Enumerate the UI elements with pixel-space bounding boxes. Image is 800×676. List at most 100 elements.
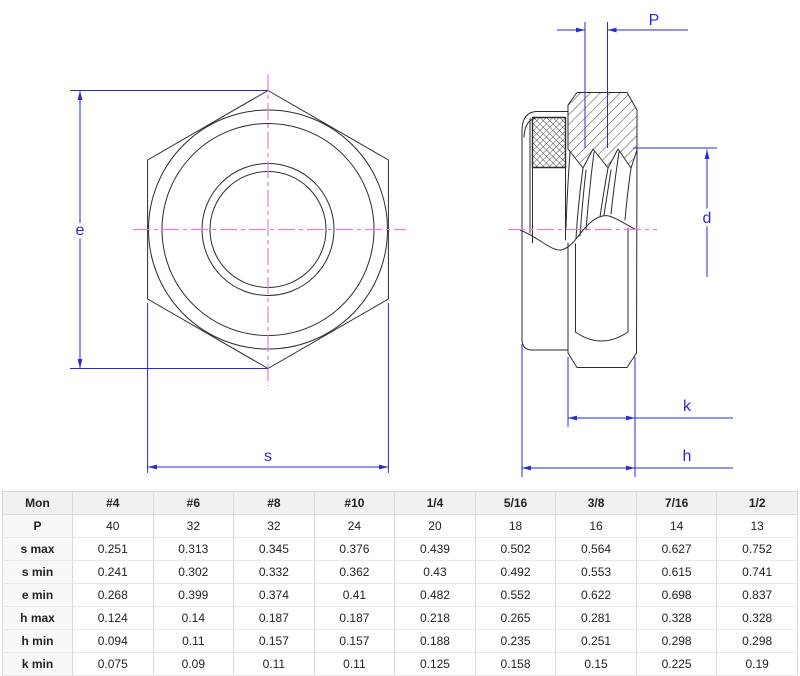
col-header-size: #6 (152, 491, 235, 515)
value-cell: 0.328 (635, 606, 718, 630)
value-cell: 0.553 (555, 560, 637, 584)
value-cell: 0.564 (555, 537, 637, 561)
dim-label-k: k (683, 398, 692, 415)
dim-label-h: h (683, 448, 692, 465)
value-cell: 0.251 (72, 537, 154, 561)
dimension-s (147, 303, 389, 473)
value-cell: 0.11 (233, 652, 315, 676)
hex-section-hatch (567, 92, 638, 169)
value-cell: 0.345 (233, 537, 315, 561)
front-view-centerlines (133, 74, 406, 386)
dimension-k (567, 357, 733, 477)
value-cell: 18 (474, 514, 557, 538)
value-cell: 0.332 (233, 560, 315, 584)
col-header-size: 3/8 (555, 491, 637, 515)
value-cell: 0.225 (635, 652, 718, 676)
value-cell: 0.439 (394, 537, 476, 561)
value-cell: 0.14 (152, 606, 235, 630)
value-cell: 0.235 (474, 629, 557, 653)
value-cell: 32 (233, 514, 315, 538)
value-cell: 24 (313, 514, 396, 538)
col-header-size: #10 (313, 491, 396, 515)
value-cell: 0.615 (635, 560, 718, 584)
dim-label-d: d (703, 210, 712, 227)
value-cell: 0.09 (152, 652, 235, 676)
value-cell: 0.268 (72, 583, 154, 607)
value-cell: 0.399 (152, 583, 235, 607)
value-cell: 0.627 (635, 537, 718, 561)
value-cell: 0.302 (152, 560, 235, 584)
col-header-size: #8 (233, 491, 315, 515)
dimension-d (633, 147, 717, 277)
value-cell: 0.328 (716, 606, 798, 630)
nut-engineering-drawing: e s (70, 12, 733, 477)
row-label: s min (2, 560, 73, 584)
dim-label-p: P (649, 12, 660, 29)
hex-bottom-chamfer (567, 352, 637, 368)
value-cell: 0.075 (72, 652, 154, 676)
value-cell: 0.482 (394, 583, 476, 607)
value-cell: 0.374 (233, 583, 315, 607)
value-cell: 0.362 (313, 560, 396, 584)
row-label: e min (2, 583, 73, 607)
value-cell: 0.741 (716, 560, 798, 584)
locking-collar-hatch (531, 116, 567, 169)
value-cell: 0.15 (555, 652, 637, 676)
value-cell: 0.41 (313, 583, 396, 607)
col-header-size: 5/16 (474, 491, 557, 515)
value-cell: 0.19 (716, 652, 798, 676)
value-cell: 0.698 (635, 583, 718, 607)
value-cell: 13 (716, 514, 798, 538)
dim-label-e: e (76, 222, 85, 239)
value-cell: 0.124 (72, 606, 154, 630)
col-header-size: 1/2 (716, 491, 798, 515)
value-cell: 0.837 (716, 583, 798, 607)
value-cell: 0.158 (474, 652, 557, 676)
value-cell: 0.187 (233, 606, 315, 630)
break-line (519, 215, 638, 251)
dimension-p (557, 22, 688, 148)
value-cell: 0.218 (394, 606, 476, 630)
value-cell: 0.241 (72, 560, 154, 584)
value-cell: 0.552 (474, 583, 557, 607)
col-header-size: #4 (72, 491, 154, 515)
value-cell: 0.622 (555, 583, 637, 607)
value-cell: 32 (152, 514, 235, 538)
value-cell: 0.125 (394, 652, 476, 676)
dimension-h (521, 344, 733, 477)
value-cell: 16 (555, 514, 637, 538)
flange-profile (521, 111, 569, 351)
value-cell: 0.752 (716, 537, 798, 561)
value-cell: 0.094 (72, 629, 154, 653)
value-cell: 0.376 (313, 537, 396, 561)
col-header-size: 7/16 (635, 491, 718, 515)
dim-label-s: s (264, 448, 272, 465)
value-cell: 0.298 (635, 629, 718, 653)
value-cell: 0.157 (233, 629, 315, 653)
dimension-e (70, 90, 268, 369)
value-cell: 20 (394, 514, 476, 538)
value-cell: 0.492 (474, 560, 557, 584)
value-cell: 0.11 (313, 652, 396, 676)
value-cell: 0.313 (152, 537, 235, 561)
row-label: P (2, 514, 73, 538)
row-label: h max (2, 606, 73, 630)
row-label: h min (2, 629, 73, 653)
side-right-edge (636, 149, 638, 354)
value-cell: 0.265 (474, 606, 557, 630)
value-cell: 0.502 (474, 537, 557, 561)
col-header-size-label: Mon (2, 491, 73, 515)
value-cell: 0.281 (555, 606, 637, 630)
value-cell: 14 (635, 514, 718, 538)
